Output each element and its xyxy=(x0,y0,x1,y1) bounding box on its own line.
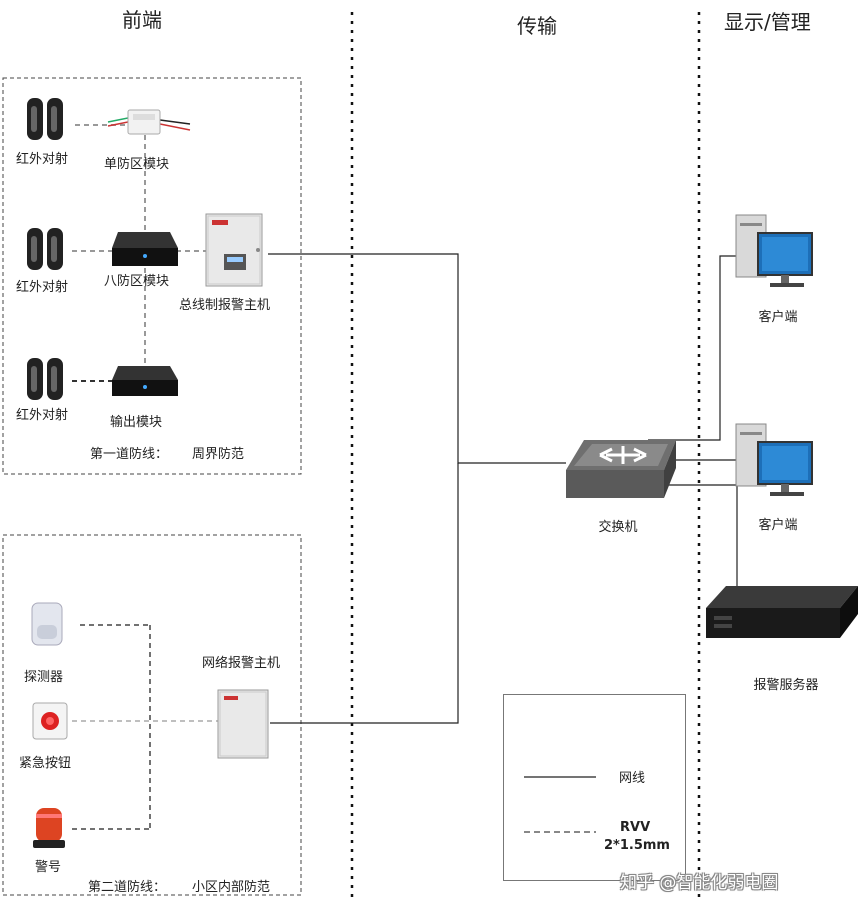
eight-zone-module-icon xyxy=(112,232,178,266)
emergency-button-icon xyxy=(32,702,68,740)
siren-label: 警号 xyxy=(35,860,62,875)
ir-beam-icon xyxy=(27,98,63,140)
single-zone-module-icon xyxy=(107,109,191,135)
bus-alarm-host-label: 总线制报警主机 xyxy=(179,298,271,313)
watermark: 知乎 @智能化弱电圈 xyxy=(620,873,779,893)
zone1-caption: 第一道防线： xyxy=(90,447,169,462)
legend-network-line-label: 网线 xyxy=(619,771,646,786)
switch-icon xyxy=(566,440,676,498)
column-title-display: 显示/管理 xyxy=(724,10,811,34)
detector-label: 探测器 xyxy=(24,670,64,685)
zone2-caption: 第二道防线： xyxy=(88,880,167,895)
network-line-network-host xyxy=(270,463,459,724)
zone1-caption-value: 周界防范 xyxy=(192,447,245,462)
column-title-transmission: 传输 xyxy=(517,14,557,38)
ir-beam-label: 红外对射 xyxy=(16,408,69,423)
legend-samples xyxy=(524,776,596,833)
alarm-server-icon xyxy=(706,586,858,638)
network-alarm-host-label: 网络报警主机 xyxy=(202,656,281,671)
detector-icon xyxy=(31,602,63,646)
client-computer-icon xyxy=(735,214,813,287)
single-zone-module-label: 单防区模块 xyxy=(104,157,170,172)
emergency-button-label: 紧急按钮 xyxy=(19,756,72,771)
legend-rvv-label: RVV xyxy=(620,820,651,835)
ir-beam-label: 红外对射 xyxy=(16,280,69,295)
output-module-icon xyxy=(112,366,178,396)
zone2-caption-value: 小区内部防范 xyxy=(192,880,271,895)
siren-icon xyxy=(33,808,65,848)
client-label: 客户端 xyxy=(758,310,798,325)
client-computer-icon xyxy=(735,423,813,496)
ir-beam-icon xyxy=(27,358,63,400)
eight-zone-module-label: 八防区模块 xyxy=(104,274,170,289)
output-module-label: 输出模块 xyxy=(110,415,163,430)
network-line-client1 xyxy=(648,255,736,441)
ir-beam-icon xyxy=(27,228,63,270)
ir-beam-label: 红外对射 xyxy=(16,152,69,167)
legend-rvv-spec-label: 2*1.5mm xyxy=(604,838,670,853)
switch-label: 交换机 xyxy=(598,520,638,535)
bus-alarm-host-icon xyxy=(205,213,263,287)
network-line-bus-host xyxy=(268,253,566,464)
legend-box xyxy=(503,694,686,881)
zone2-boundary xyxy=(2,534,302,896)
client-label: 客户端 xyxy=(758,518,798,533)
zone1-boundary xyxy=(2,77,302,475)
column-title-front: 前端 xyxy=(122,8,162,32)
alarm-server-label: 报警服务器 xyxy=(753,678,819,693)
network-alarm-host-icon xyxy=(217,689,269,759)
